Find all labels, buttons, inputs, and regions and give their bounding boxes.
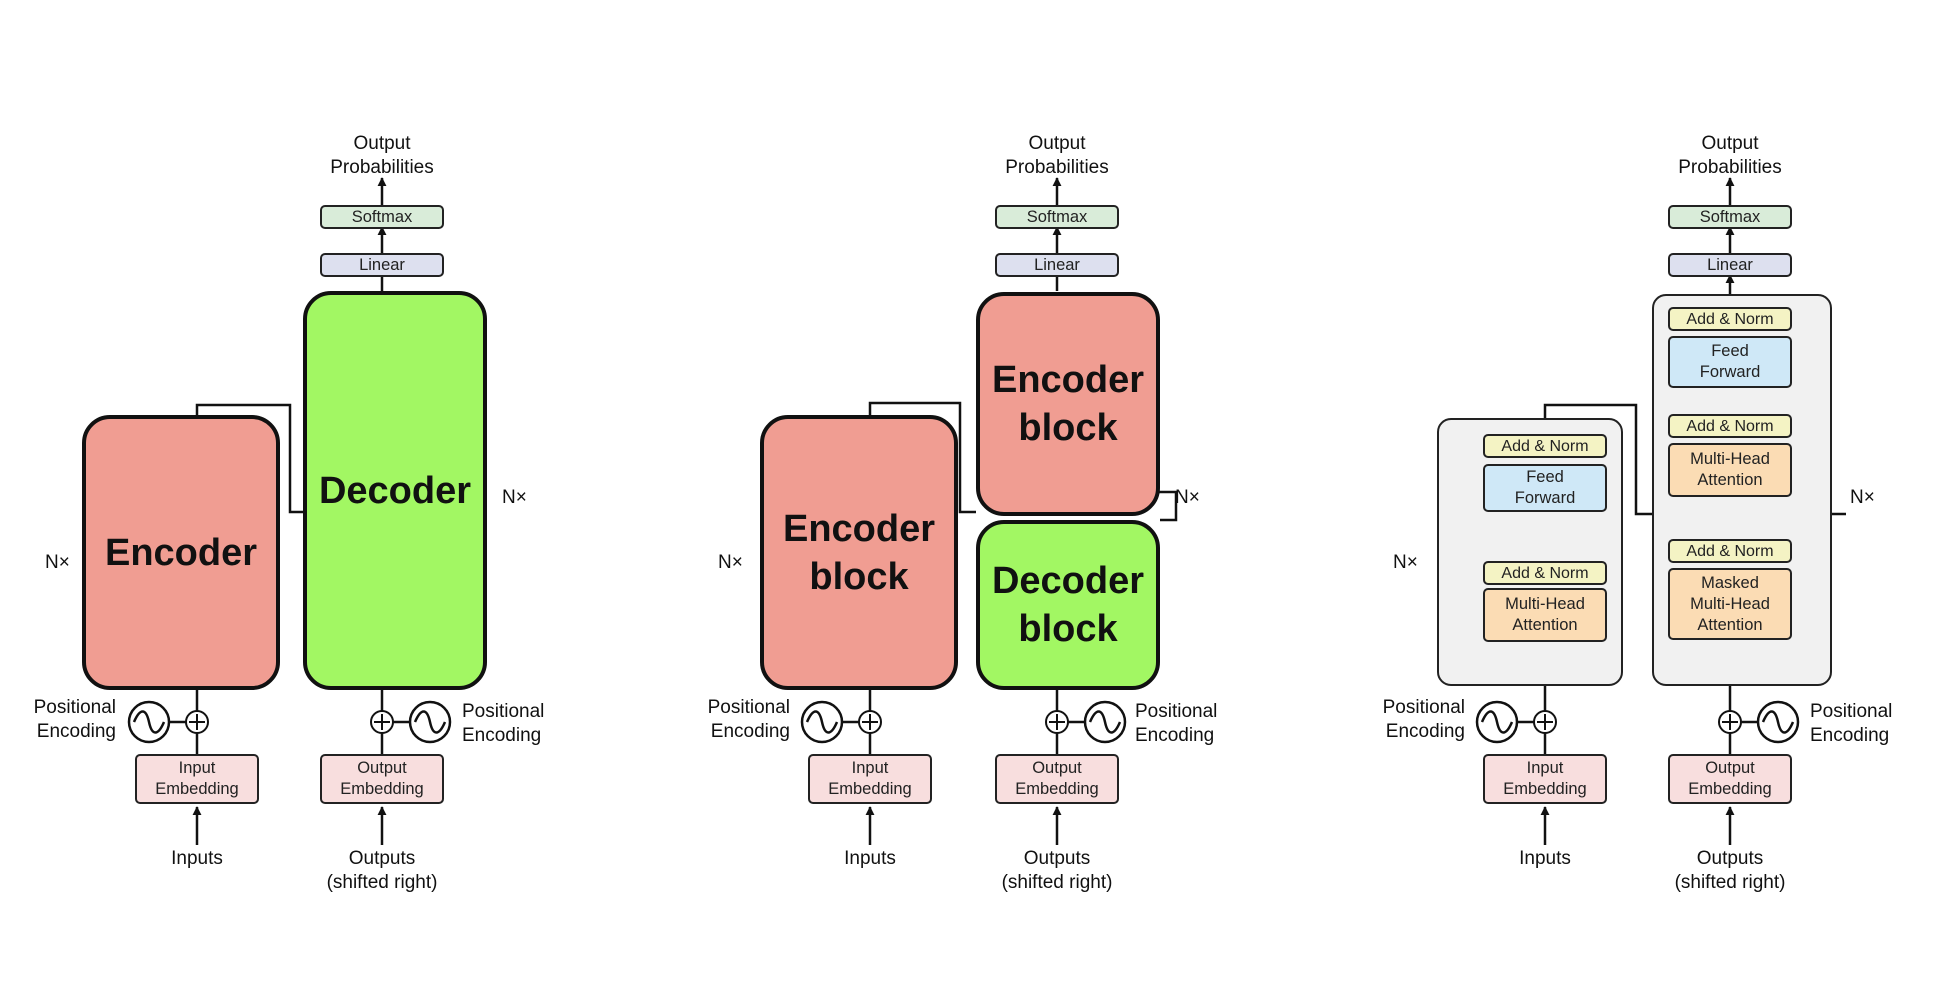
decoder-nx-label: N× bbox=[502, 487, 527, 508]
linear-box: Linear bbox=[320, 253, 444, 277]
decoder-nx-label: N× bbox=[1850, 487, 1875, 508]
encoder-box: Encoder bbox=[82, 415, 280, 690]
softmax-box: Softmax bbox=[995, 205, 1119, 229]
inputs-label: Inputs bbox=[1519, 848, 1571, 869]
encoder-nx-label: N× bbox=[45, 552, 70, 573]
outputs-label: Outputs(shifted right) bbox=[326, 848, 438, 893]
softmax-box: Softmax bbox=[320, 205, 444, 229]
panel1-wires bbox=[127, 177, 452, 845]
output-probabilities-label: Output Probabilities bbox=[1678, 133, 1782, 178]
panel2-wires bbox=[800, 177, 1178, 845]
linear-box: Linear bbox=[995, 253, 1119, 277]
encoder-add-norm-box: Add & Norm bbox=[1483, 561, 1607, 585]
encoder-nx-label: N× bbox=[718, 552, 743, 573]
output-probabilities-label: Output Probabilities bbox=[330, 133, 434, 178]
encoder-nx-label: N× bbox=[1393, 552, 1418, 573]
output-probabilities-label: Output Probabilities bbox=[1005, 133, 1109, 178]
encoder-add-norm-box: Add & Norm bbox=[1483, 434, 1607, 458]
linear-box: Linear bbox=[1668, 253, 1792, 277]
decoder-box: Decoder bbox=[303, 291, 487, 690]
decoder-nx-label: N× bbox=[1175, 487, 1200, 508]
softmax-box: Softmax bbox=[1668, 205, 1792, 229]
decoder-add-norm-box: Add & Norm bbox=[1668, 307, 1792, 331]
decoder-add-norm-box: Add & Norm bbox=[1668, 539, 1792, 563]
encoder-stack bbox=[1437, 418, 1623, 686]
decoder-add-norm-box: Add & Norm bbox=[1668, 414, 1792, 438]
inputs-label: Inputs bbox=[844, 848, 896, 869]
outputs-label: Outputs(shifted right) bbox=[1001, 848, 1113, 893]
inputs-label: Inputs bbox=[171, 848, 223, 869]
outputs-label: Outputs(shifted right) bbox=[1674, 848, 1786, 893]
